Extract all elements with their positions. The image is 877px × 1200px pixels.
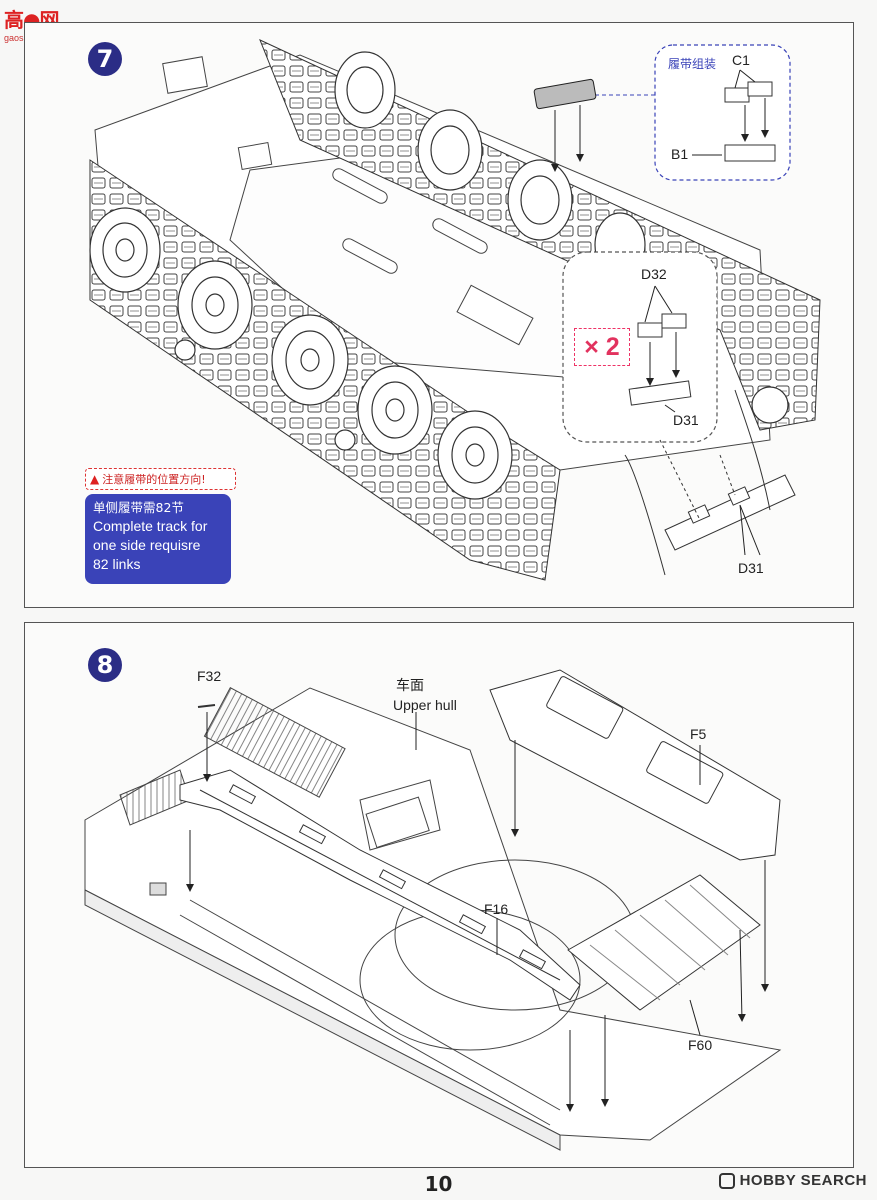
watermark-hobby-search: HOBBY SEARCH [718, 1172, 867, 1189]
part-label-d31: D31 [738, 560, 764, 576]
inset-track-title: 履带组装 [668, 57, 717, 71]
track-info-en-2: one side requisre [93, 537, 201, 553]
step7-badge: 7 [88, 42, 122, 76]
upper-hull-en-label: Upper hull [393, 697, 457, 713]
track-link-piece [533, 78, 597, 172]
part-f5 [489, 669, 781, 992]
warning-note: ▲ 注意履带的位置方向! [85, 468, 236, 490]
road-wheels-left [89, 207, 513, 500]
track-info-cn: 单侧履带需82节 [93, 500, 184, 515]
part-label-f60: F60 [688, 1037, 713, 1053]
part-label-f5: F5 [690, 726, 707, 742]
leader-f60 [689, 999, 701, 1036]
inset-track-assembly [654, 44, 791, 181]
warning-text: 注意履带的位置方向! [102, 473, 206, 486]
part-f16 [179, 769, 581, 1001]
watermark-bottom-text: HOBBY SEARCH [739, 1172, 867, 1189]
hobby-search-logo-icon [718, 1172, 735, 1189]
part-label-f16: F16 [484, 901, 509, 917]
upper-hull-cn-label: 车面 [396, 678, 424, 694]
part-f32 [186, 704, 609, 1112]
warning-icon: ▲ [90, 472, 100, 486]
loose-track-links [624, 389, 796, 576]
inset-link-assembly [562, 251, 718, 443]
multiplier-badge: × 2 [574, 328, 630, 366]
step8-badge: 8 [88, 648, 122, 682]
part-label-f32: F32 [197, 668, 222, 684]
track-info-box: 单侧履带需82节 Complete track for one side req… [85, 494, 231, 584]
track-info-en-3: 82 links [93, 556, 141, 572]
part-label-d32: D32 [641, 266, 667, 282]
road-wheels-right [334, 51, 789, 424]
part-label-c1: C1 [732, 52, 750, 68]
part-label-d31-inset: D31 [673, 412, 699, 428]
track-info-en-1: Complete track for [93, 518, 208, 534]
page-number: 10 [424, 1172, 453, 1196]
part-f60 [567, 874, 761, 1022]
part-label-b1: B1 [671, 146, 689, 162]
